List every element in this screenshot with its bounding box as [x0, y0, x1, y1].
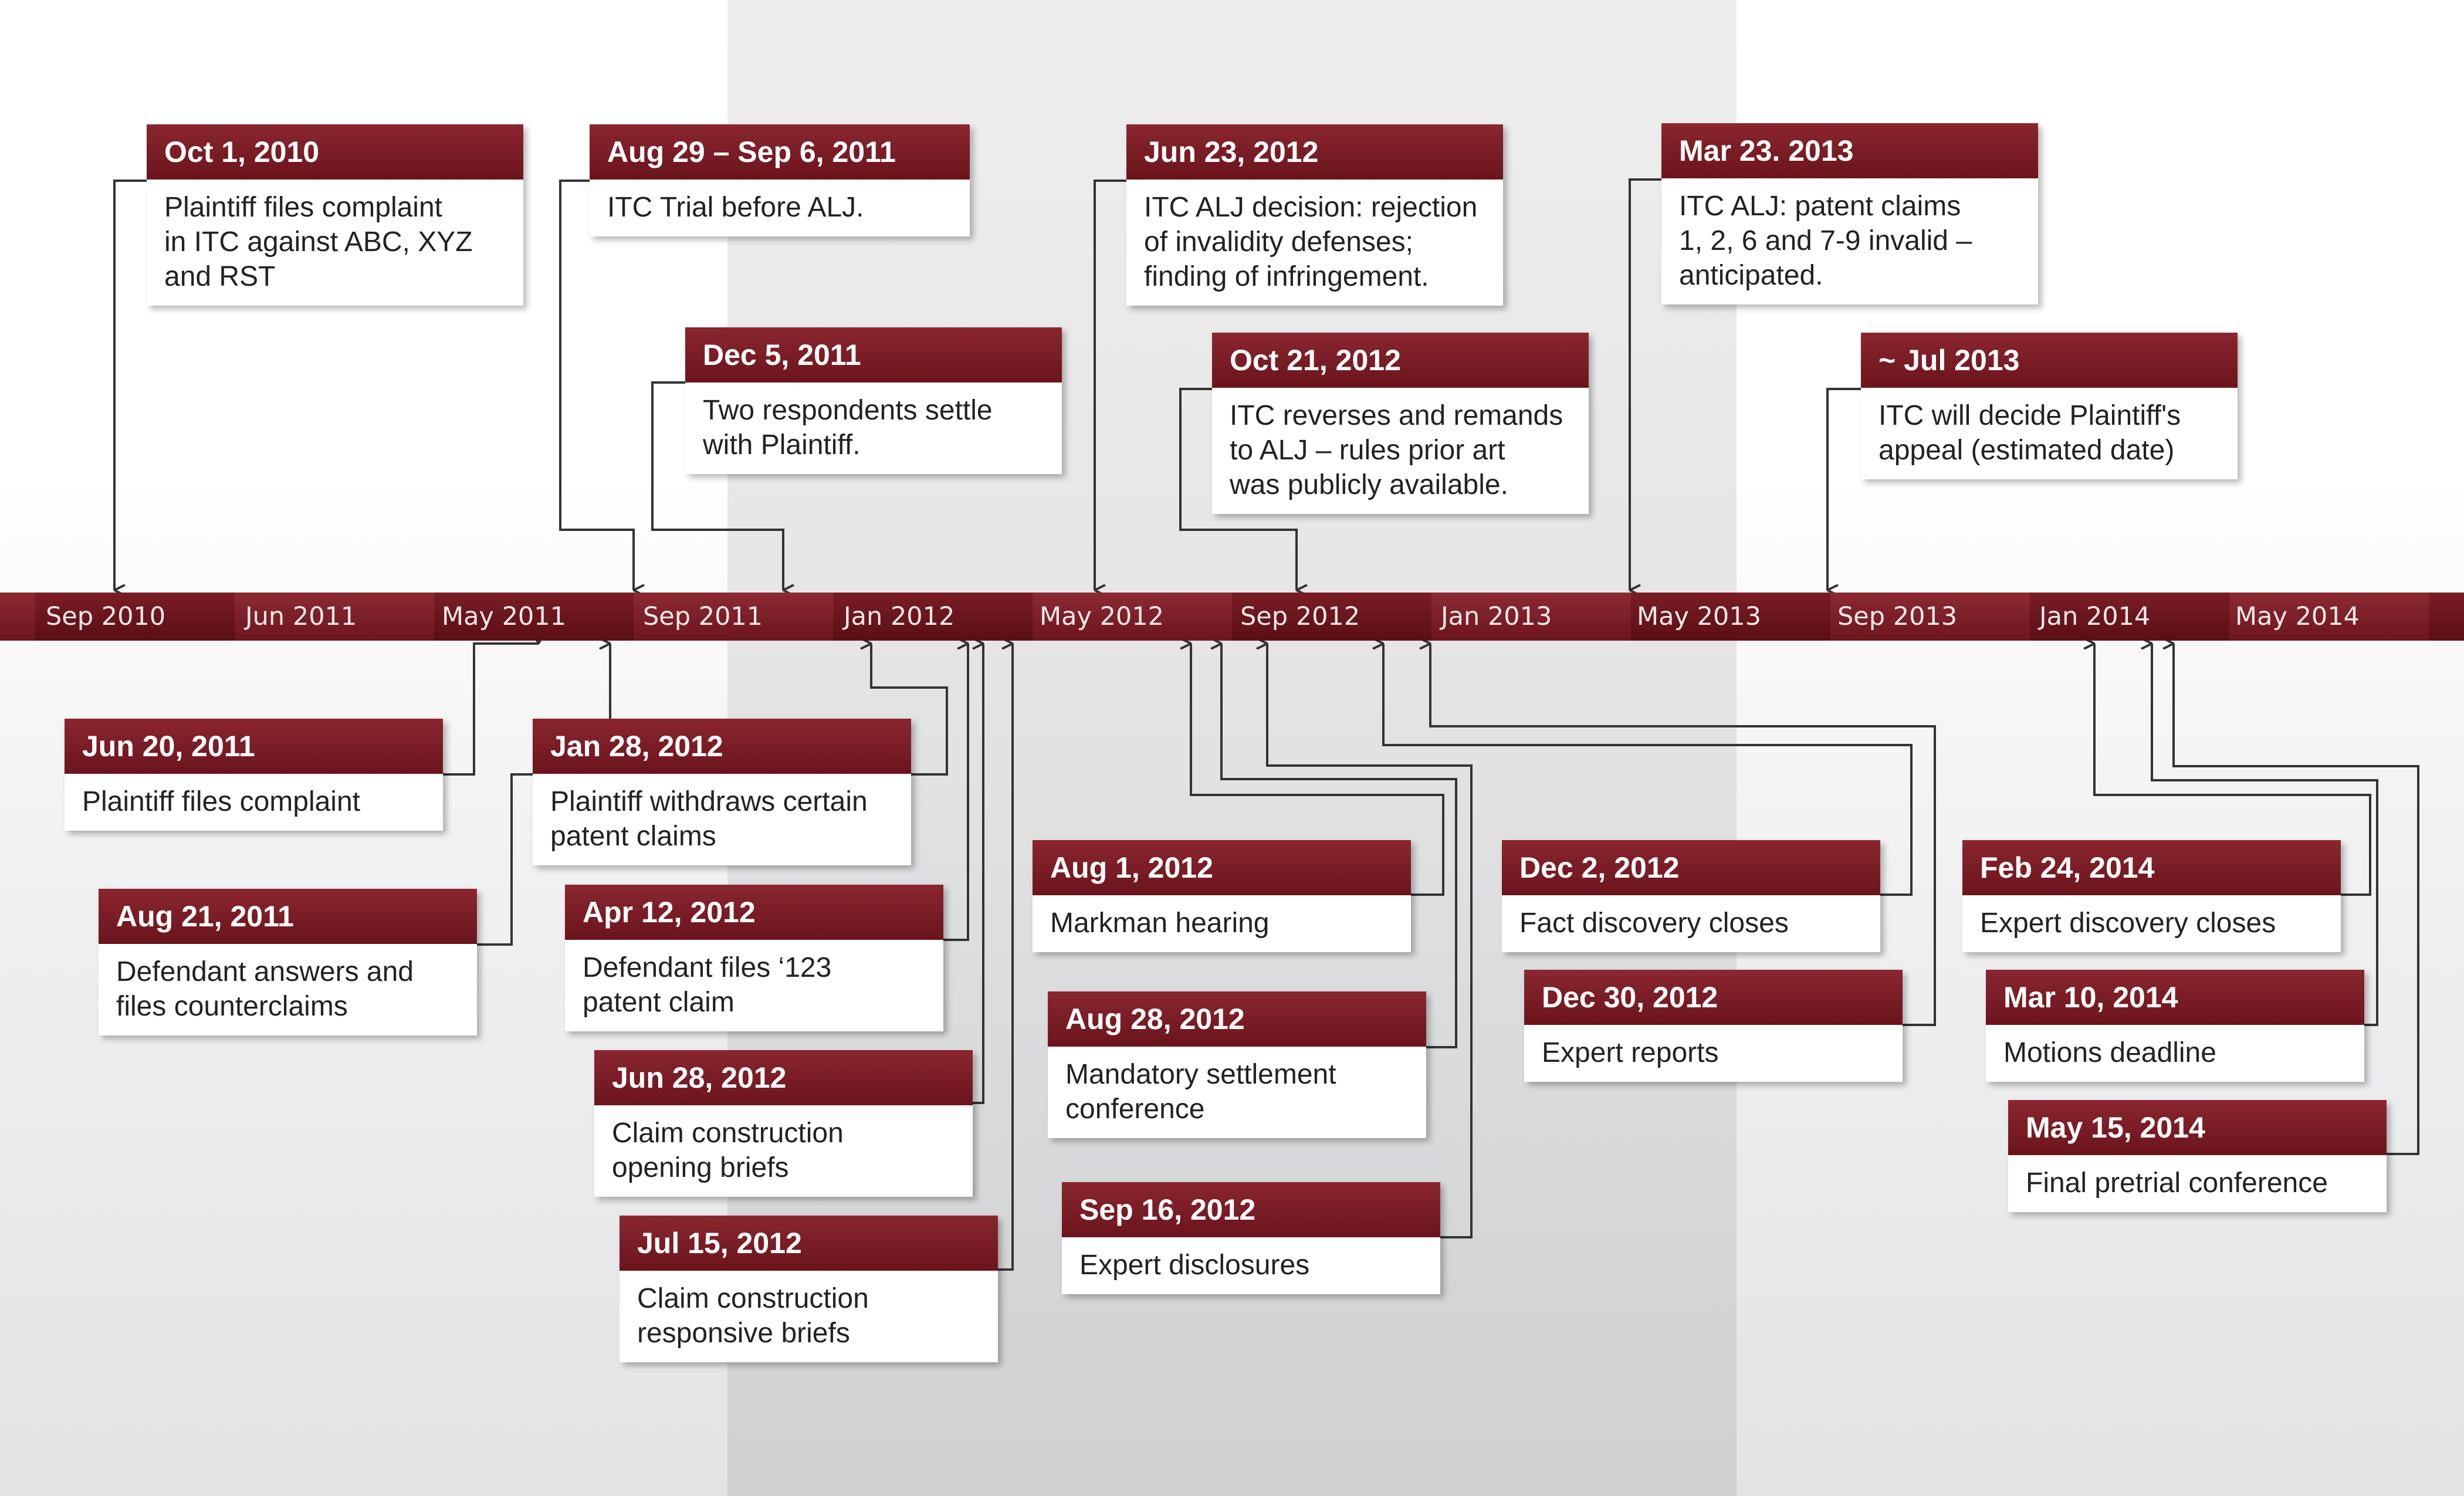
connector-arrow [1430, 644, 1935, 1025]
event-box: Jan 28, 2012 Plaintiff withdraws certain… [533, 719, 911, 865]
event-box: Aug 21, 2011 Defendant answers and files… [99, 889, 477, 1035]
event-box: Feb 24, 2014 Expert discovery closes [1962, 840, 2341, 952]
axis-tick-label: May 2014 [2235, 593, 2360, 641]
event-date: Dec 2, 2012 [1502, 840, 1880, 895]
connector-arrow [560, 181, 634, 590]
event-box: Oct 21, 2012 ITC reverses and remands to… [1212, 333, 1589, 514]
timeline-axis: Sep 2010 Jun 2011 May 2011 Sep 2011 Jan … [0, 593, 2464, 641]
event-box: Jun 28, 2012 Claim construction opening … [594, 1050, 973, 1197]
event-date: Jun 23, 2012 [1126, 124, 1503, 180]
event-box: Sep 16, 2012 Expert disclosures [1062, 1182, 1440, 1294]
event-description: Plaintiff files complaint [65, 774, 443, 831]
axis-segment [2429, 593, 2464, 641]
event-box: Dec 5, 2011 Two respondents settle with … [685, 327, 1062, 474]
event-description: Plaintiff files complaint in ITC against… [147, 180, 523, 306]
event-box: Mar 23. 2013 ITC ALJ: patent claims 1, 2… [1661, 123, 2038, 304]
connector-arrow [443, 644, 539, 774]
event-box: ~ Jul 2013 ITC will decide Plaintiff's a… [1861, 333, 2238, 479]
axis-tick-label: Sep 2012 [1240, 593, 1360, 641]
axis-segment [0, 593, 35, 641]
axis-tick-label: May 2011 [442, 593, 566, 641]
event-box: Aug 28, 2012 Mandatory settlement confer… [1048, 991, 1426, 1138]
event-date: Dec 30, 2012 [1524, 970, 1903, 1025]
connector-arrow [1827, 389, 1861, 590]
event-box: Jun 23, 2012 ITC ALJ decision: rejection… [1126, 124, 1503, 306]
event-description: Defendant answers and files counterclaim… [99, 944, 477, 1035]
event-description: Expert disclosures [1062, 1237, 1440, 1294]
connector-arrow [1095, 181, 1126, 590]
event-date: Aug 1, 2012 [1033, 840, 1411, 895]
event-date: Aug 29 – Sep 6, 2011 [590, 124, 970, 180]
event-date: Dec 5, 2011 [685, 327, 1062, 383]
axis-tick-label: Jan 2013 [1441, 593, 1552, 641]
connector-arrow [1630, 180, 1661, 590]
event-description: Motions deadline [1986, 1025, 2364, 1082]
event-description: Defendant files ‘123 patent claim [565, 940, 943, 1031]
axis-tick-label: Jun 2011 [245, 593, 357, 641]
event-description: Two respondents settle with Plaintiff. [685, 383, 1062, 474]
event-description: ITC reverses and remands to ALJ – rules … [1212, 388, 1589, 514]
event-date: Oct 21, 2012 [1212, 333, 1589, 388]
event-description: ITC ALJ: patent claims 1, 2, 6 and 7-9 i… [1661, 178, 2038, 304]
event-description: Final pretrial conference [2008, 1155, 2387, 1212]
connector-arrow [973, 644, 983, 1103]
event-box: Mar 10, 2014 Motions deadline [1986, 970, 2364, 1082]
axis-tick-label: Jan 2012 [844, 593, 955, 641]
event-description: Claim construction opening briefs [594, 1105, 973, 1197]
event-description: Plaintiff withdraws certain patent claim… [533, 774, 911, 865]
connector-arrow [2152, 644, 2377, 1025]
event-date: Oct 1, 2010 [147, 124, 523, 180]
event-description: Expert discovery closes [1962, 895, 2341, 952]
connector-arrow [998, 644, 1013, 1270]
axis-tick-label: May 2012 [1040, 593, 1164, 641]
event-date: ~ Jul 2013 [1861, 333, 2238, 388]
event-date: Jun 28, 2012 [594, 1050, 973, 1105]
axis-tick-label: Sep 2010 [46, 593, 165, 641]
event-description: Markman hearing [1033, 895, 1411, 952]
event-date: Jul 15, 2012 [620, 1216, 998, 1271]
event-date: Apr 12, 2012 [565, 885, 943, 940]
event-description: ITC will decide Plaintiff's appeal (esti… [1861, 388, 2238, 479]
event-date: May 15, 2014 [2008, 1100, 2387, 1155]
axis-tick-label: Jan 2014 [2039, 593, 2150, 641]
event-date: Jan 28, 2012 [533, 719, 911, 774]
event-box: May 15, 2014 Final pretrial conference [2008, 1100, 2387, 1212]
event-description: ITC Trial before ALJ. [590, 180, 970, 236]
event-date: Aug 21, 2011 [99, 889, 477, 944]
axis-tick-label: May 2013 [1637, 593, 1761, 641]
event-box: Jun 20, 2011 Plaintiff files complaint [65, 719, 443, 831]
event-box: Aug 29 – Sep 6, 2011 ITC Trial before AL… [590, 124, 970, 236]
event-date: Mar 23. 2013 [1661, 123, 2038, 178]
event-date: Sep 16, 2012 [1062, 1182, 1440, 1237]
event-description: Expert reports [1524, 1025, 1903, 1082]
event-date: Aug 28, 2012 [1048, 991, 1426, 1047]
axis-tick-label: Sep 2011 [643, 593, 763, 641]
event-box: Apr 12, 2012 Defendant files ‘123 patent… [565, 885, 943, 1031]
event-description: ITC ALJ decision: rejection of invalidit… [1126, 180, 1503, 306]
event-date: Feb 24, 2014 [1962, 840, 2341, 895]
event-date: Jun 20, 2011 [65, 719, 443, 774]
event-box: Oct 1, 2010 Plaintiff files complaint in… [147, 124, 523, 306]
axis-tick-label: Sep 2013 [1837, 593, 1957, 641]
connector-arrow [114, 181, 147, 590]
event-box: Dec 2, 2012 Fact discovery closes [1502, 840, 1880, 952]
event-box: Aug 1, 2012 Markman hearing [1033, 840, 1411, 952]
event-description: Claim construction responsive briefs [620, 1271, 998, 1362]
event-date: Mar 10, 2014 [1986, 970, 2364, 1025]
event-description: Mandatory settlement conference [1048, 1047, 1426, 1138]
event-description: Fact discovery closes [1502, 895, 1880, 952]
event-box: Dec 30, 2012 Expert reports [1524, 970, 1903, 1082]
event-box: Jul 15, 2012 Claim construction responsi… [620, 1216, 998, 1362]
